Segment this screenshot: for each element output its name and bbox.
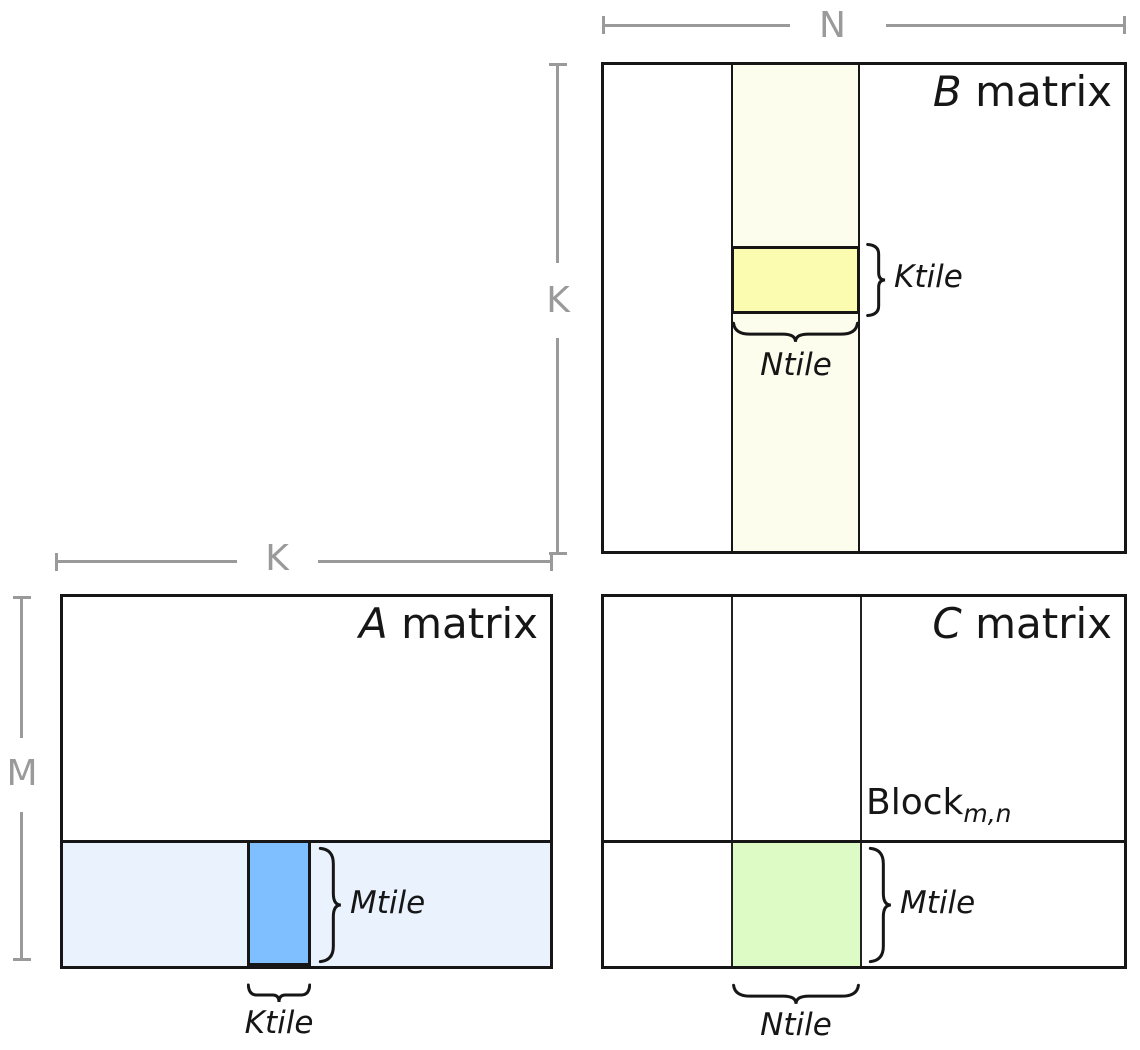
a-matrix-word: matrix	[401, 599, 538, 648]
c-matrix-title: C matrix	[932, 603, 1112, 645]
a-matrix-mtile-ktile-tile	[247, 840, 311, 966]
n-dim-line-left	[602, 24, 790, 27]
block-subscript: m,n	[963, 799, 1012, 829]
m-dim-line-top	[20, 596, 23, 738]
b-matrix-title: B matrix	[933, 71, 1112, 113]
k-a-dim-line-left	[55, 560, 237, 563]
b-ntile-label: Ntile	[760, 347, 832, 383]
c-matrix-column-line-right	[860, 597, 862, 966]
c-matrix-column-line-left	[731, 597, 733, 966]
m-dim-line-bottom	[20, 812, 23, 960]
c-mtile-brace	[866, 846, 892, 964]
a-mtile-label: Mtile	[350, 885, 426, 921]
c-matrix-mtile-ntile-tile	[733, 843, 862, 966]
n-dim-label: N	[819, 5, 846, 46]
a-ktile-brace	[247, 982, 311, 1004]
c-mtile-label: Mtile	[900, 885, 976, 921]
c-ntile-label: Ntile	[760, 1007, 832, 1043]
c-matrix: C matrix Blockm,n	[601, 594, 1127, 969]
k-a-dim-line-right	[318, 560, 553, 563]
a-mtile-brace	[316, 846, 342, 964]
k-b-dim-line-top	[556, 63, 559, 263]
k-b-dim-bottom-tick	[549, 552, 567, 555]
m-dim-label: M	[6, 753, 38, 794]
b-matrix: B matrix	[601, 62, 1127, 554]
block-word: Block	[866, 782, 964, 823]
b-matrix-letter: B	[932, 67, 962, 116]
k-b-dim-label: K	[546, 280, 570, 321]
a-matrix-letter: A	[358, 599, 388, 648]
n-dim-right-tick	[1123, 16, 1126, 34]
b-ktile-label: Ktile	[894, 259, 963, 295]
a-matrix: A matrix	[60, 594, 553, 969]
b-ktile-brace	[864, 243, 886, 317]
b-ntile-brace	[731, 320, 860, 344]
b-matrix-ktile-ntile-tile	[731, 246, 860, 314]
c-matrix-word: matrix	[975, 599, 1112, 648]
a-ktile-label: Ktile	[244, 1005, 314, 1041]
k-b-dim-line-bottom	[556, 338, 559, 554]
n-dim-line-right	[886, 24, 1126, 27]
c-ntile-brace	[731, 982, 861, 1006]
k-a-dim-label: K	[265, 538, 289, 579]
c-matrix-letter: C	[932, 599, 962, 648]
k-a-dim-right-tick	[550, 553, 553, 571]
a-matrix-title: A matrix	[359, 603, 538, 645]
m-dim-bottom-tick	[13, 958, 31, 961]
c-matrix-block-label: Blockm,n	[866, 782, 1012, 829]
b-matrix-word: matrix	[975, 67, 1112, 116]
c-matrix-row-line	[604, 840, 1124, 843]
